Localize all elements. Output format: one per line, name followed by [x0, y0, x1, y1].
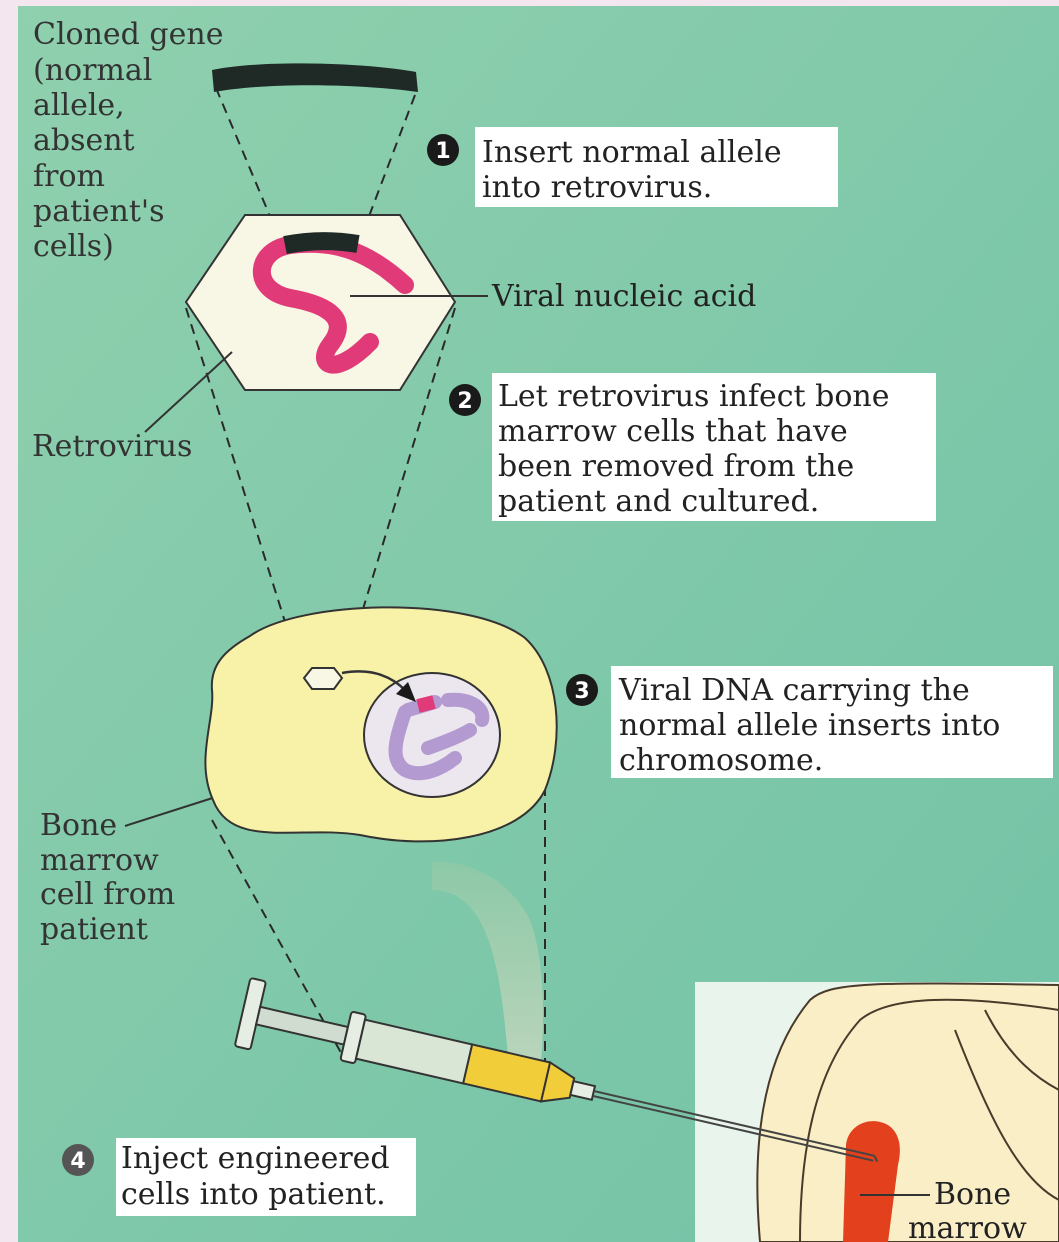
step-4-line-1: Inject engineered [121, 1141, 390, 1176]
step-3-line-3: chromosome. [619, 743, 823, 778]
viral-nucleic-acid-label: Viral nucleic acid [491, 279, 756, 314]
bone-marrow-cell-line-2: marrow [40, 843, 159, 878]
step-3-line-2: normal allele inserts into [619, 708, 1000, 743]
bone-marrow-line-2: marrow [908, 1211, 1027, 1242]
cloned-gene-line-3: allele, [33, 88, 125, 123]
cloned-gene-line-4: absent [33, 123, 135, 158]
bone-marrow-cell-line-1: Bone [40, 808, 117, 843]
cloned-gene-line-6: patient's [33, 194, 165, 229]
bone-marrow-cell-line-3: cell from [40, 877, 175, 912]
cloned-gene-line-7: cells) [33, 229, 114, 264]
cloned-gene-line-2: (normal [33, 53, 152, 88]
cloned-gene-line-1: Cloned gene [33, 17, 223, 52]
step-2-line-1: Let retrovirus infect bone [498, 379, 889, 414]
step-2-line-2: marrow cells that have [498, 414, 848, 449]
small-retrovirus [304, 668, 342, 689]
bone-marrow-cell [205, 607, 556, 841]
step-4-number: 4 [70, 1149, 85, 1174]
step-1: 1 Insert normal allele into retrovirus. [427, 127, 838, 207]
bone-shape [757, 984, 1059, 1242]
nucleus [364, 673, 500, 797]
step-2-number: 2 [457, 389, 472, 414]
step-3-line-1: Viral DNA carrying the [618, 673, 970, 708]
step-2-line-3: been removed from the [498, 449, 854, 484]
step-1-line-1: Insert normal allele [482, 135, 782, 170]
step-1-number: 1 [435, 139, 450, 164]
step-3: 3 Viral DNA carrying the normal allele i… [566, 666, 1053, 778]
inserted-viral-dna [418, 702, 434, 706]
step-1-line-2: into retrovirus. [482, 170, 712, 205]
step-3-number: 3 [574, 679, 589, 704]
inserted-allele [285, 241, 358, 245]
bone-marrow-cell-line-4: patient [40, 912, 148, 947]
retrovirus-label: Retrovirus [32, 429, 192, 464]
bone-marrow-line-1: Bone [934, 1177, 1011, 1212]
retrovirus [186, 215, 455, 390]
step-2-line-4: patient and cultured. [498, 484, 819, 519]
step-2: 2 Let retrovirus infect bone marrow cell… [449, 373, 936, 521]
cloned-gene-line-5: from [33, 159, 105, 194]
step-4-line-2: cells into patient. [121, 1177, 386, 1212]
